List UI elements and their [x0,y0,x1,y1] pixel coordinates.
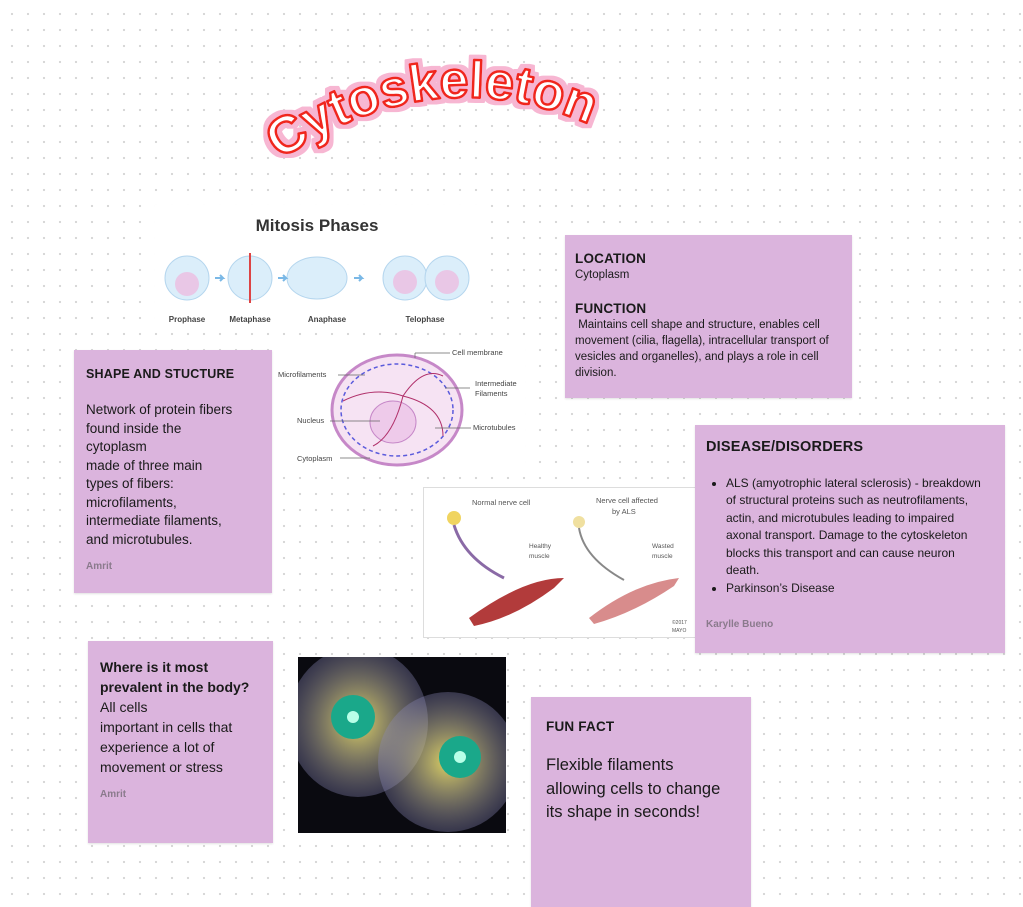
phase-label: Prophase [169,315,206,324]
phase-label: Anaphase [308,315,347,324]
caption-affected: Nerve cell affected [596,496,658,505]
shape-line: made of three main [86,457,203,473]
prevalent-heading: Where is it most prevalent in the body? [100,659,250,695]
disease-item: Parkinson’s Disease [726,580,991,598]
mitosis-phases-image[interactable]: Mitosis Phases Prophase Metaphase Anapha… [155,205,490,330]
label-cytoplasm: Cytoplasm [297,454,332,463]
sticky-fun-fact[interactable]: FUN FACT Flexible filaments allowing cel… [531,697,751,907]
disease-item: ALS (amyotrophic lateral sclerosis) - br… [726,475,991,580]
sticky-disease-disorders[interactable]: DISEASE/DISORDERS ALS (amyotrophic later… [695,425,1005,653]
caption-affected-2: by ALS [612,507,636,516]
arrow-icon [215,274,365,282]
author-label: Amrit [100,789,127,800]
cell-structure-diagram[interactable]: Cell membrane Microfilaments Intermediat… [275,340,525,468]
cytoskeleton-fluorescence-image[interactable] [288,647,518,833]
als-nerve-cell-image[interactable]: Normal nerve cell Nerve cell affected by… [423,487,697,638]
function-text: Maintains cell shape and structure, enab… [575,319,832,379]
shape-line: intermediate filaments, [86,513,222,528]
phase-cells [164,253,470,303]
shape-line: types of fibers: [86,476,174,491]
healthy-label-2: muscle [529,553,550,560]
label-cell-membrane: Cell membrane [452,348,503,357]
shape-line: microfilaments, [86,494,177,510]
caption-normal: Normal nerve cell [472,498,531,507]
label-intermediate: Intermediate [475,379,517,388]
label-microfilaments: Microfilaments [278,370,327,379]
function-heading: FUNCTION [575,301,647,316]
copyright-2: MAYO [672,628,686,634]
author-label: Karylle Bueno [706,619,774,630]
prevalent-line: experience a lot of [100,739,215,755]
shape-line: found inside the [86,420,182,436]
sticky-shape-structure[interactable]: SHAPE AND STUCTURE Network of protein fi… [74,350,272,593]
mitosis-title: Mitosis Phases [256,216,379,235]
phase-label: Telophase [406,315,446,324]
location-heading: LOCATION [575,251,647,266]
prevalent-line: movement or stress [100,759,223,775]
wasted-label: Wasted [652,543,674,550]
phase-label: Metaphase [229,315,271,324]
prevalent-line: All cells [100,699,148,715]
disease-heading: DISEASE/DISORDERS [706,439,864,455]
shape-line: and microtubules. [86,531,193,547]
location-text: Cytoplasm [575,269,630,281]
healthy-label: Healthy [529,543,552,550]
sticky-location-function[interactable]: LOCATION Cytoplasm FUNCTION Maintains ce… [565,235,852,398]
prevalent-line: important in cells that [100,719,233,735]
copyright: ©2017 [672,619,687,626]
author-label: Amrit [86,561,113,572]
shape-line: cytoplasm [86,439,147,454]
title-text: Cytoskeleton [256,51,606,170]
shape-text: Network of protein fibers found inside t… [86,401,260,549]
wasted-label-2: muscle [652,553,673,560]
shape-line: Network of protein fibers [86,402,233,417]
funfact-heading: FUN FACT [546,719,615,734]
label-filaments: Filaments [475,389,508,398]
sticky-prevalent[interactable]: Where is it most prevalent in the body? … [88,641,273,843]
funfact-text: Flexible filaments allowing cells to cha… [546,756,721,821]
label-microtubules: Microtubules [473,423,516,432]
label-nucleus: Nucleus [297,416,324,425]
shape-heading: SHAPE AND STUCTURE [86,367,235,381]
title-wordart[interactable]: Cytoskeleton [250,20,690,200]
